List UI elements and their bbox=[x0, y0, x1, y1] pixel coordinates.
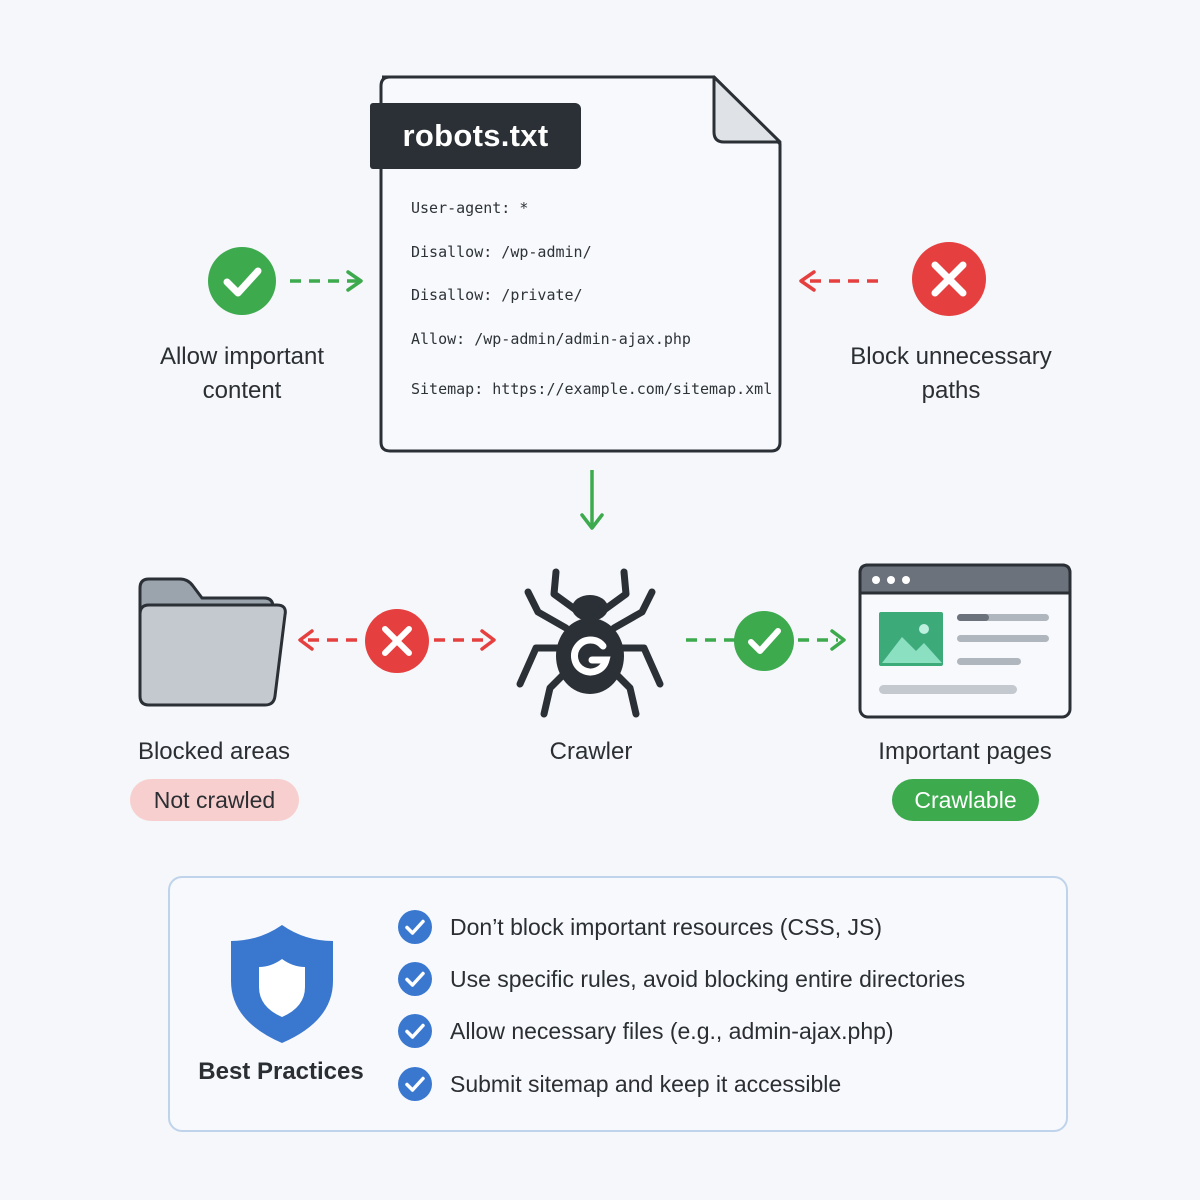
arrow-down-icon bbox=[580, 470, 604, 530]
blue-check-icon bbox=[398, 962, 432, 996]
code-line-sitemap: Sitemap: https://example.com/sitemap.xml bbox=[411, 380, 773, 398]
best-practice-text: Use specific rules, avoid blocking entir… bbox=[450, 965, 966, 992]
blue-check-icon bbox=[398, 1014, 432, 1048]
allow-label: Allow important content bbox=[122, 340, 362, 408]
allow-label-line2: content bbox=[202, 377, 282, 404]
best-practice-text: Allow necessary files (e.g., admin-ajax.… bbox=[450, 1017, 894, 1044]
code-line-user-agent: User-agent: * bbox=[411, 199, 529, 217]
code-line-allow-ajax: Allow: /wp-admin/admin-ajax.php bbox=[411, 330, 691, 348]
blocked-areas-label: Blocked areas bbox=[137, 738, 291, 765]
folder-icon bbox=[138, 577, 287, 707]
best-practice-item: Don’t block important resources (CSS, JS… bbox=[397, 909, 882, 945]
best-practices-title: Best Practices bbox=[198, 1058, 364, 1085]
best-practice-text: Don’t block important resources (CSS, JS… bbox=[450, 913, 883, 940]
code-line-disallow-wp-admin: Disallow: /wp-admin/ bbox=[411, 243, 592, 261]
shield-icon bbox=[231, 925, 333, 1043]
block-label-line2: paths bbox=[921, 377, 981, 404]
check-circle-icon bbox=[734, 611, 794, 671]
robots-txt-document bbox=[379, 75, 782, 453]
crawler-label: Crawler bbox=[549, 738, 633, 765]
block-label: Block unnecessary paths bbox=[820, 340, 1082, 408]
dashed-arrow-left-icon bbox=[298, 629, 360, 651]
best-practice-item: Allow necessary files (e.g., admin-ajax.… bbox=[397, 1013, 894, 1049]
spider-g-icon bbox=[516, 568, 664, 718]
dashed-arrow-right-icon bbox=[798, 629, 846, 651]
blue-check-icon bbox=[398, 910, 432, 944]
best-practice-item: Submit sitemap and keep it accessible bbox=[397, 1066, 841, 1102]
dashed-arrow-right-icon bbox=[434, 629, 496, 651]
best-practice-text: Submit sitemap and keep it accessible bbox=[450, 1070, 842, 1097]
crawlable-badge: Crawlable bbox=[892, 779, 1039, 821]
x-circle-icon bbox=[912, 242, 986, 316]
dashed-arrow-left-icon bbox=[799, 270, 884, 292]
code-line-disallow-private: Disallow: /private/ bbox=[411, 286, 583, 304]
blue-check-icon bbox=[398, 1067, 432, 1101]
best-practice-item: Use specific rules, avoid blocking entir… bbox=[397, 961, 965, 997]
browser-page-icon bbox=[858, 563, 1072, 719]
check-circle-icon bbox=[208, 247, 276, 315]
dashed-arrow-right-icon bbox=[290, 270, 363, 292]
document-title: robots.txt bbox=[370, 103, 581, 169]
not-crawled-badge: Not crawled bbox=[130, 779, 299, 821]
x-circle-icon bbox=[365, 609, 429, 673]
allow-label-line1: Allow important bbox=[159, 343, 325, 370]
block-label-line1: Block unnecessary bbox=[850, 343, 1052, 370]
dashed-arrow-line-icon bbox=[686, 638, 736, 642]
important-pages-label: Important pages bbox=[878, 738, 1052, 765]
